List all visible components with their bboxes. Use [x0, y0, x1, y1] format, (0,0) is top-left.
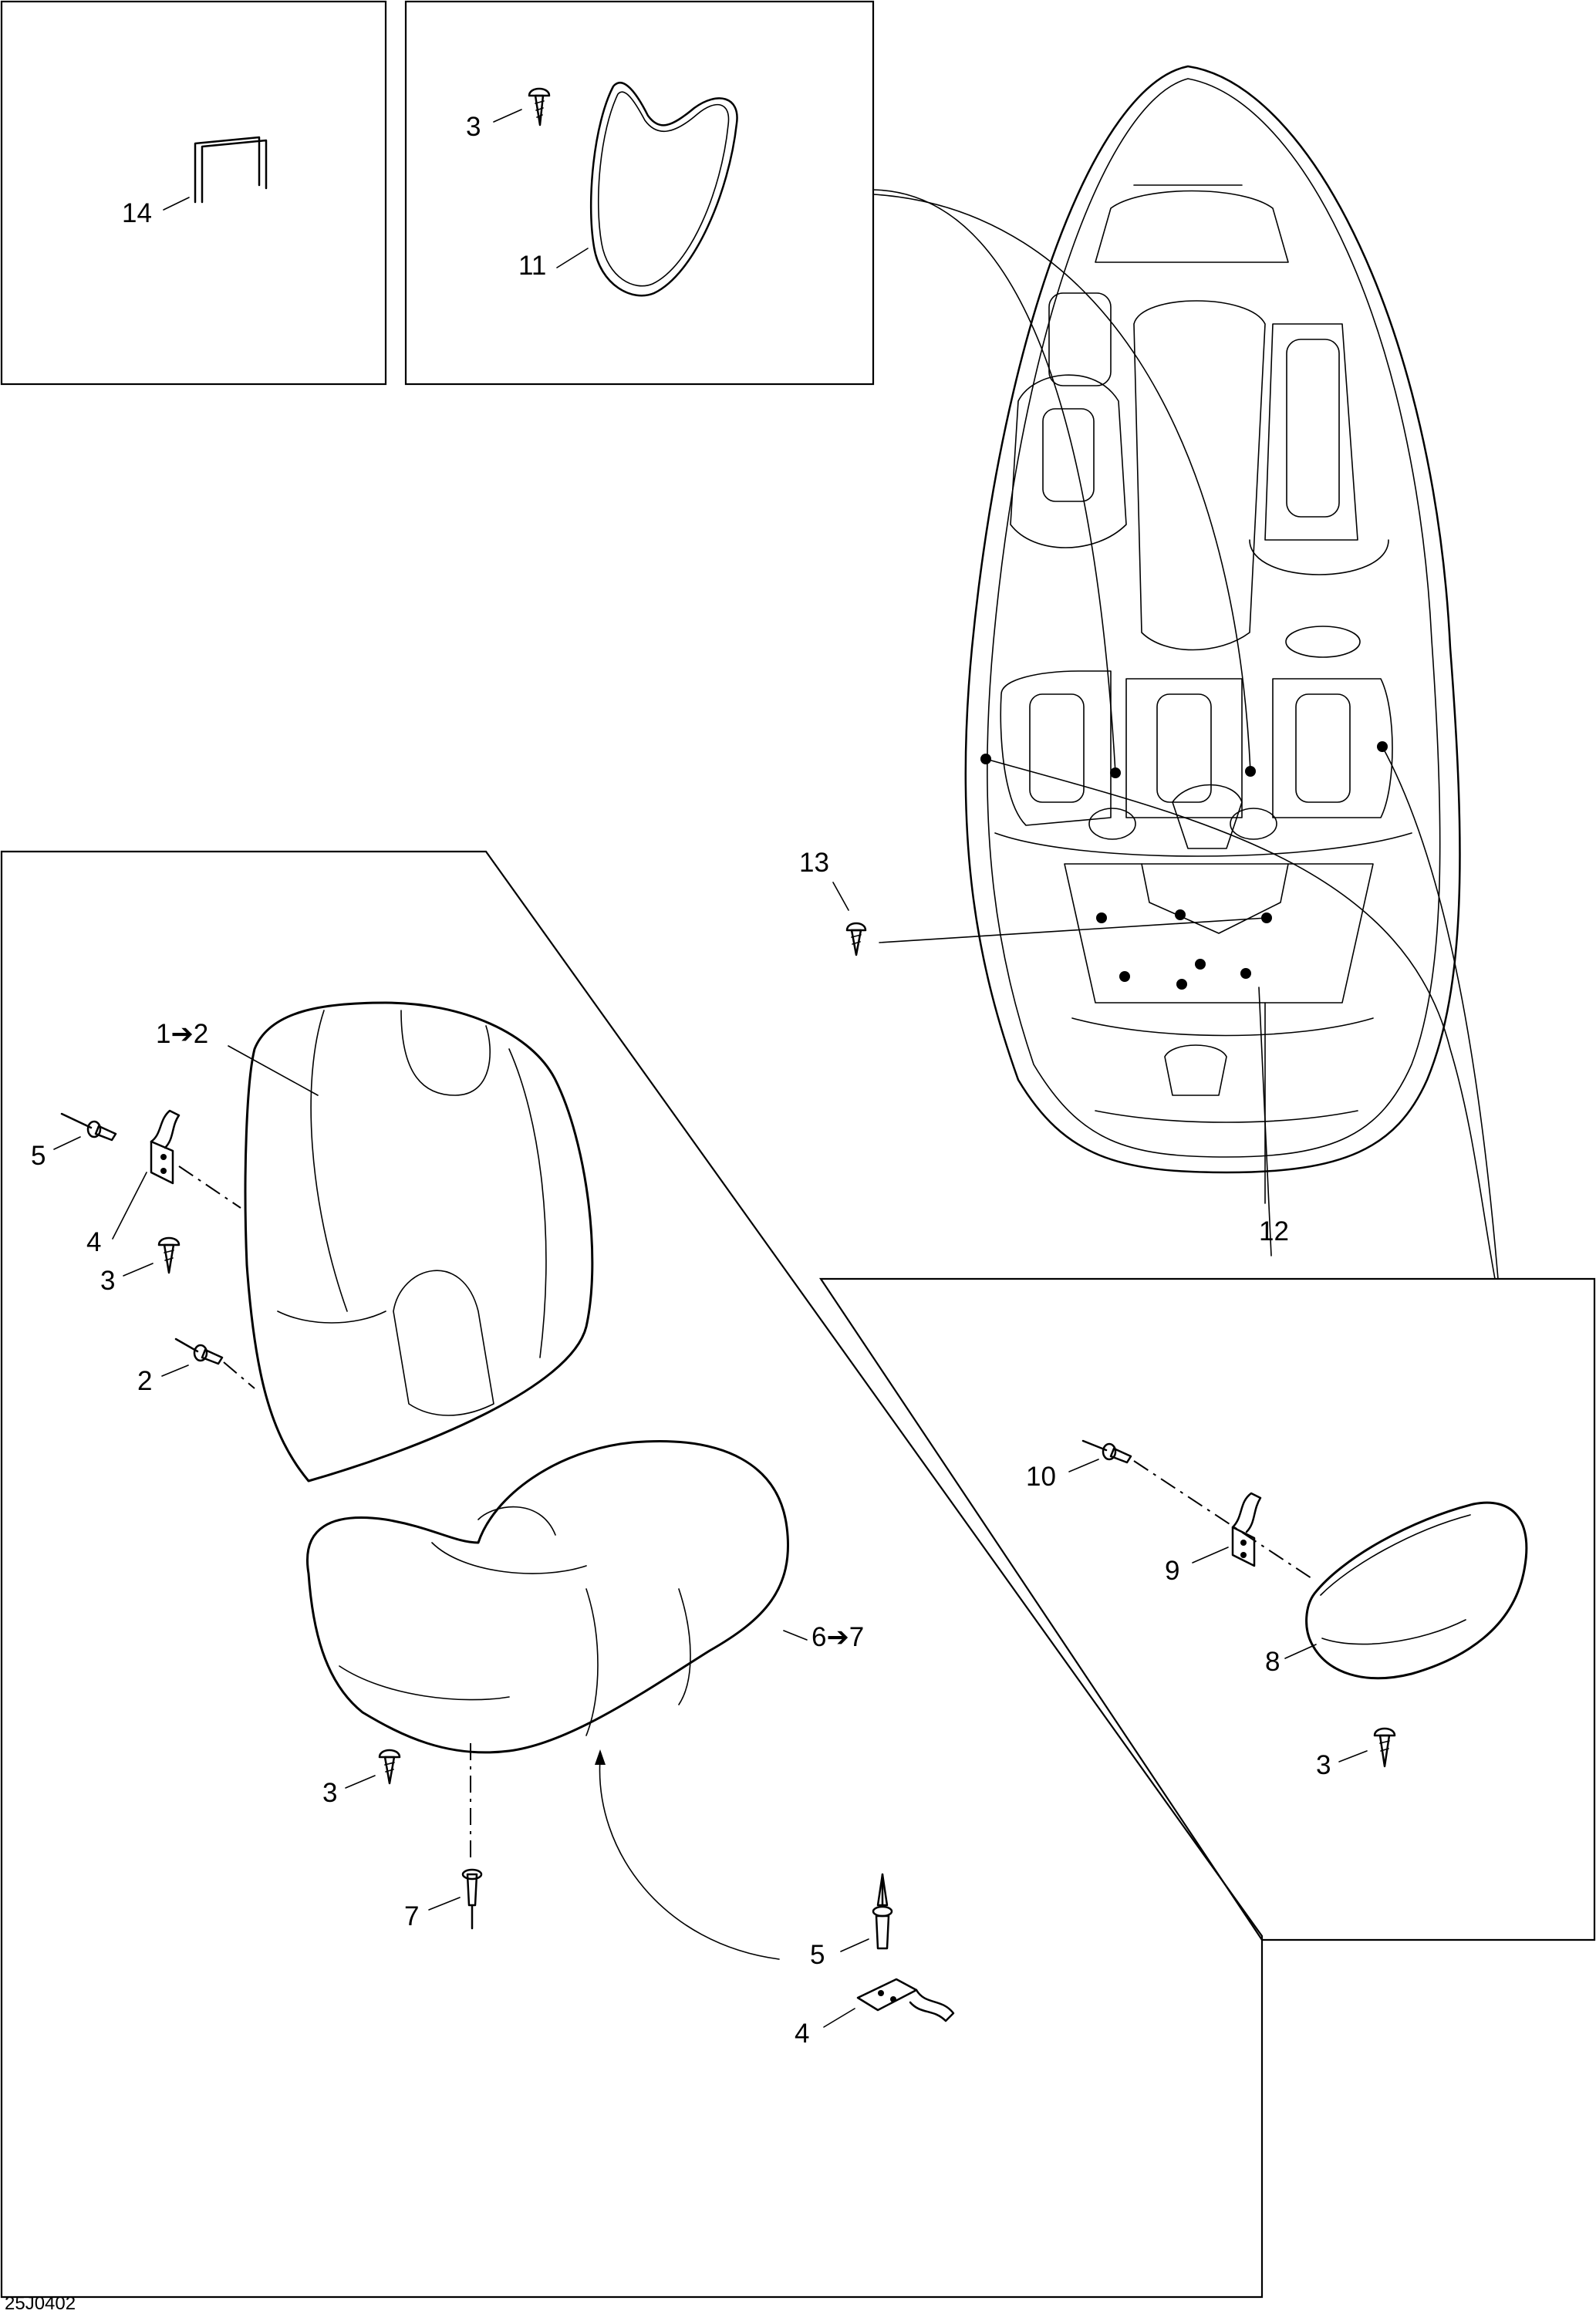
callout-3-top: 3	[466, 112, 481, 142]
leader-4-left	[112, 1172, 147, 1240]
callout-14: 14	[122, 198, 152, 228]
leader-6-7	[783, 1630, 808, 1641]
callout-5-left: 5	[31, 1141, 46, 1171]
screw-icon	[378, 1749, 401, 1785]
leader-3-right	[1338, 1750, 1368, 1762]
callout-5-bottom: 5	[810, 1940, 825, 1970]
leader-5-left	[53, 1136, 81, 1150]
callout-11: 11	[518, 251, 546, 281]
leader-3-top	[493, 109, 522, 123]
callout-6-7: 6➔7	[811, 1622, 864, 1652]
rivet-icon	[461, 1868, 483, 1930]
rivet-icon	[872, 1873, 893, 1950]
inset-box-rear-seat	[818, 1277, 1596, 1941]
callout-13: 13	[799, 848, 829, 878]
leader-14	[163, 197, 190, 211]
rear-seat-part	[1305, 1501, 1528, 1680]
connector-lines	[872, 189, 1499, 1280]
staple-part	[194, 136, 268, 204]
screw-icon	[845, 922, 867, 956]
rivet-icon	[60, 1112, 117, 1142]
callout-10: 10	[1026, 1462, 1056, 1492]
drawing-code: 25J0402	[5, 2293, 76, 2314]
callout-2: 2	[137, 1366, 152, 1396]
pad-part	[589, 82, 738, 297]
leader-4-bottom	[823, 2008, 855, 2028]
inset-box-pad	[404, 0, 875, 386]
leader-13	[832, 882, 849, 911]
leader-2	[161, 1364, 189, 1377]
leader-1-2	[228, 1045, 319, 1096]
leader-7	[428, 1897, 461, 1911]
leader-5-bottom	[840, 1938, 869, 1952]
callout-4-bottom: 4	[795, 2019, 809, 2049]
callout-3-right: 3	[1316, 1750, 1331, 1780]
bracket-icon	[1231, 1492, 1262, 1567]
hull-fastener-points	[980, 741, 1388, 990]
inset-box-seat	[0, 850, 1264, 2299]
leader-10	[1068, 1459, 1099, 1472]
leader-3-seat	[345, 1775, 376, 1789]
dash-line-rear	[1133, 1460, 1312, 1579]
leader-3-left	[123, 1263, 154, 1277]
bracket-icon	[150, 1109, 181, 1185]
rivet-icon	[174, 1337, 224, 1365]
callout-8: 8	[1265, 1647, 1280, 1677]
callout-1-2: 1➔2	[156, 1019, 208, 1049]
watercraft-hull	[964, 65, 1461, 1174]
backrest-part	[244, 1001, 594, 1483]
dash-line-bracket	[178, 1165, 241, 1209]
leader-11	[556, 248, 589, 268]
callout-4-left: 4	[86, 1227, 101, 1257]
callout-3-left: 3	[100, 1266, 115, 1296]
arrow-to-seat	[595, 1749, 780, 1960]
callout-9: 9	[1165, 1556, 1179, 1586]
callout-3-seat: 3	[322, 1778, 337, 1808]
seat-cushion-part	[306, 1440, 789, 1754]
screw-icon	[157, 1236, 181, 1274]
leader-8	[1284, 1644, 1317, 1659]
screw-icon	[528, 87, 551, 126]
inset-box-staple	[0, 0, 387, 386]
screw-icon	[1373, 1727, 1396, 1768]
leader-9	[1192, 1547, 1229, 1563]
bracket-icon	[856, 1978, 955, 2022]
callout-7: 7	[404, 1901, 419, 1931]
callout-12: 12	[1259, 1216, 1289, 1246]
rivet-icon	[1081, 1439, 1132, 1464]
dash-line-rivet	[223, 1361, 255, 1389]
